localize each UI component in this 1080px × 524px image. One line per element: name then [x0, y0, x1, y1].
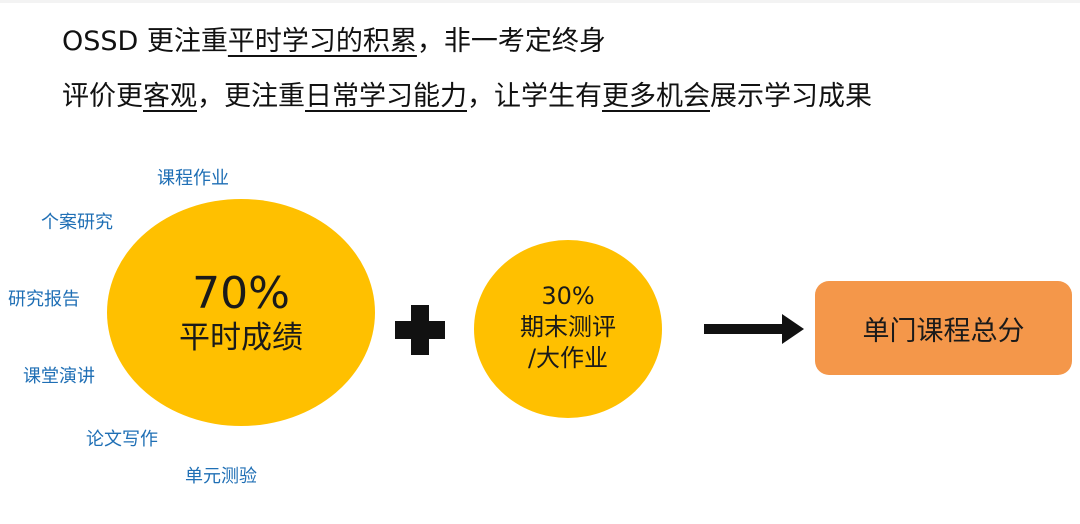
final-assessment-ellipse	[474, 240, 662, 418]
activity-class-presentation: 课堂演讲	[23, 366, 95, 387]
headline-2-part-a: 评价更	[62, 81, 143, 112]
final-assessment-label-line-1: 期末测评	[520, 313, 616, 341]
headline-line-1: OSSD 更注重平时学习的积累，非一考定终身	[62, 24, 606, 60]
activity-case-study: 个案研究	[41, 212, 113, 233]
regular-grade-ellipse	[107, 199, 375, 426]
activity-coursework: 课程作业	[157, 168, 229, 189]
final-assessment-percent: 30%	[541, 282, 595, 310]
headline-2-underlined-daily-ability: 日常学习能力	[305, 81, 467, 112]
headline-1-underlined-accumulation: 平时学习的积累	[227, 26, 417, 57]
top-rule	[0, 0, 1080, 3]
course-total-label: 单门课程总分	[862, 315, 1025, 347]
plus-icon	[395, 305, 445, 355]
arrow-right-icon	[704, 314, 806, 344]
headline-2-part-c: ，更注重	[197, 81, 305, 112]
course-total-box: 单门课程总分	[815, 281, 1072, 375]
headline-line-2: 评价更客观，更注重日常学习能力，让学生有更多机会展示学习成果	[62, 79, 872, 115]
headline-1-part-a: OSSD 更注重	[62, 26, 228, 57]
headline-2-underlined-objective: 客观	[143, 81, 197, 112]
activity-unit-test: 单元测验	[185, 466, 257, 487]
headline-1-part-c: ，非一考定终身	[416, 26, 606, 57]
activity-research-report: 研究报告	[8, 289, 80, 310]
headline-2-part-e: ，让学生有	[467, 81, 602, 112]
headline-2-underlined-more-chances: 更多机会	[602, 81, 710, 112]
activity-essay-writing: 论文写作	[86, 429, 158, 450]
regular-grade-percent: 70%	[192, 268, 290, 319]
headline-2-part-g: 展示学习成果	[710, 81, 872, 112]
final-assessment-label-line-2: /大作业	[527, 344, 609, 372]
regular-grade-label: 平时成绩	[179, 320, 303, 356]
